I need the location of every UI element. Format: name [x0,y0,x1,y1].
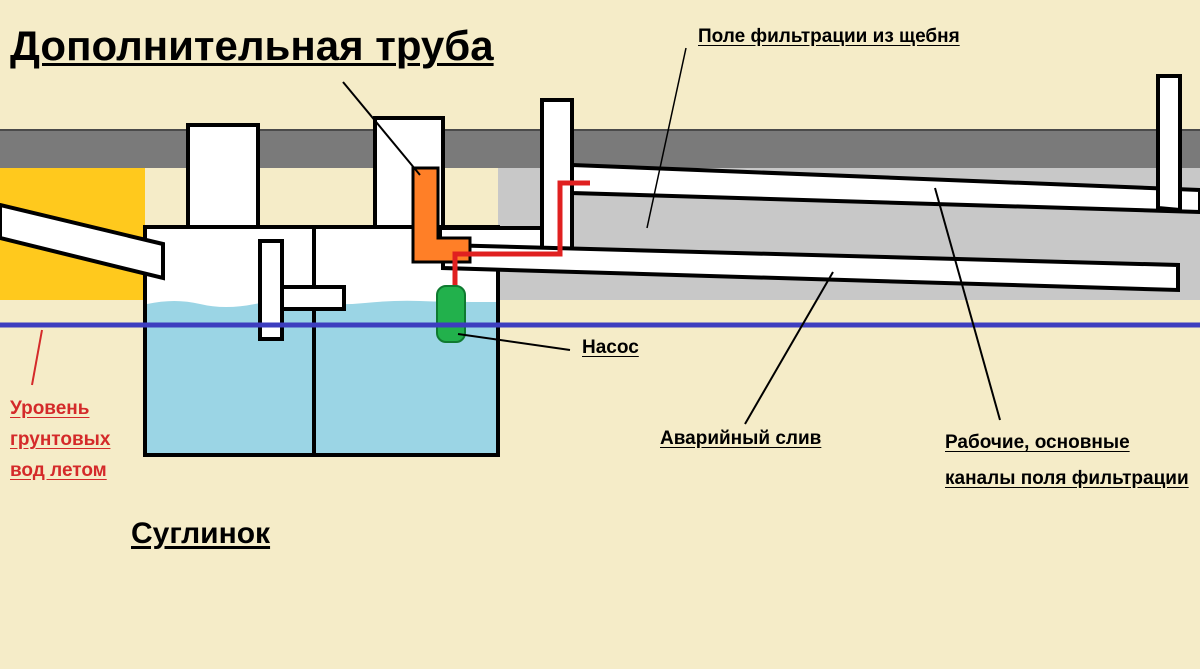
filtration-field-label: Поле фильтрации из щебня [698,26,960,47]
vent-riser-left [540,98,574,252]
overflow-tee-horizontal [280,285,346,311]
groundwater-leader [31,329,43,386]
groundwater-level-label: Уровень грунтовых вод летом [10,398,111,481]
pump-icon [436,285,466,343]
tank-water [147,300,496,453]
working-leader [934,187,1001,421]
additional-pipe [411,166,472,264]
field-leader [646,47,687,229]
pump-leader [457,333,571,351]
title-leader [342,81,421,176]
emergency-drain-label: Аварийный слив [660,428,822,449]
vent-riser-right [1156,74,1182,213]
inlet-pipe [0,202,165,281]
emergency-leader [744,271,834,425]
tank-neck-left [186,123,260,229]
diagram-title: Дополнительная труба [10,22,494,69]
working-channels-label: Рабочие, основные каналы поля фильтрации [945,432,1189,489]
soil-type-label: Суглинок [131,517,271,550]
pump-label: Насос [582,337,639,358]
topsoil-layer [0,130,1200,168]
pump-hose [452,180,590,290]
